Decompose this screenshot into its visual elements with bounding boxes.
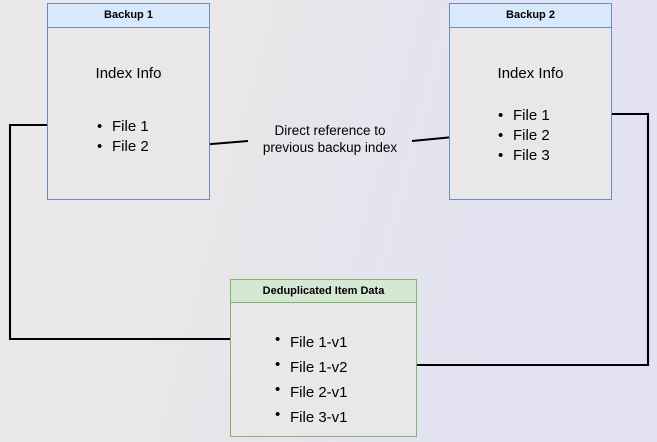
- list-item: File 1: [97, 117, 149, 137]
- deduplicated-item-data-box[interactable]: Deduplicated Item Data File 1-v1 File 1-…: [230, 279, 417, 437]
- list-item: File 1-v1: [275, 330, 348, 355]
- list-item: File 1: [498, 106, 550, 126]
- list-item: File 3: [498, 146, 550, 166]
- list-item: File 2-v1: [275, 380, 348, 405]
- list-item: File 3-v1: [275, 405, 348, 430]
- backup-2-index-info-label: Index Info: [497, 65, 564, 82]
- deduplicated-item-data-title: Deduplicated Item Data: [231, 280, 416, 303]
- list-item: File 1-v2: [275, 355, 348, 380]
- backup-1-box[interactable]: Backup 1 Index Info File 1 File 2: [47, 3, 210, 200]
- backup-2-body: Index Info File 1 File 2 File 3: [450, 28, 611, 199]
- caption-line-1: Direct reference to: [274, 123, 386, 138]
- dedup-file-list: File 1-v1 File 1-v2 File 2-v1 File 3-v1: [275, 330, 348, 430]
- caption-line-2: previous backup index: [262, 140, 398, 155]
- direct-reference-caption: Direct reference to previous backup inde…: [248, 122, 412, 156]
- backup-1-index-info-label: Index Info: [95, 65, 162, 82]
- list-item: File 2: [498, 126, 550, 146]
- backup-1-file-list: File 1 File 2: [97, 117, 149, 157]
- deduplicated-item-data-body: File 1-v1 File 1-v2 File 2-v1 File 3-v1: [231, 303, 416, 434]
- backup-1-title: Backup 1: [48, 4, 209, 28]
- backup-2-title: Backup 2: [450, 4, 611, 28]
- backup-2-box[interactable]: Backup 2 Index Info File 1 File 2 File 3: [449, 3, 612, 200]
- backup-2-file-list: File 1 File 2 File 3: [498, 106, 550, 166]
- list-item: File 2: [97, 137, 149, 157]
- backup-1-body: Index Info File 1 File 2: [48, 28, 209, 199]
